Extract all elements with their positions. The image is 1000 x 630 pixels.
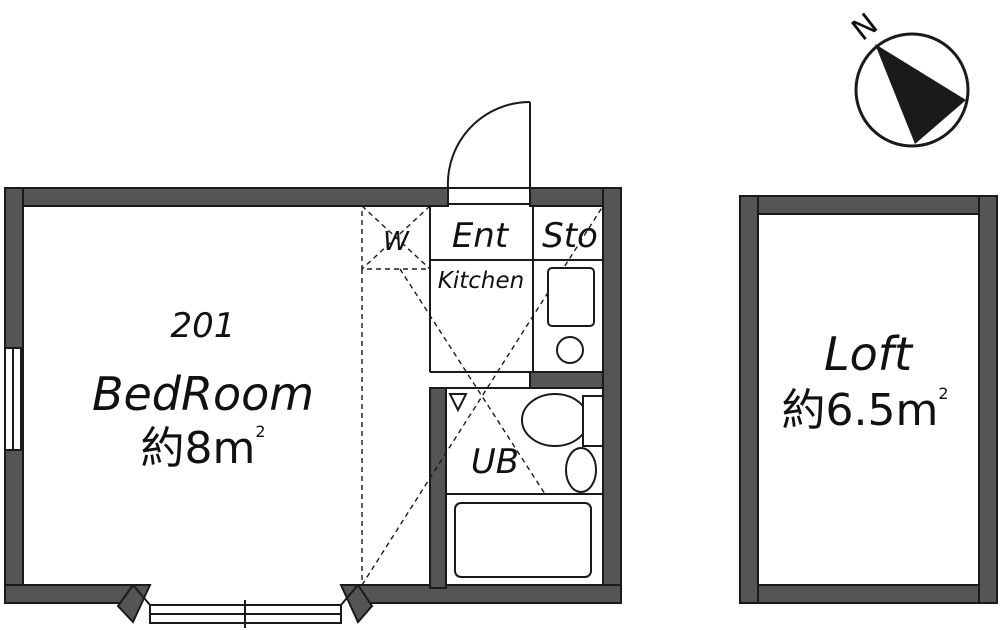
kitchen-sink: [547, 267, 595, 327]
storage-label: Sto: [542, 216, 598, 256]
loft-area-superscript: 2: [938, 384, 948, 403]
compass-needle: [875, 44, 966, 144]
bathtub: [454, 502, 592, 578]
wash-basin: [565, 447, 597, 493]
loft-name: Loft: [824, 327, 914, 381]
bay-window: [116, 584, 374, 628]
loft-walls: [739, 195, 998, 604]
partitions: [429, 206, 603, 495]
kitchen-fixtures: [547, 267, 595, 364]
bath-label: UB: [471, 442, 519, 482]
compass: N: [846, 7, 970, 148]
closet-label: W: [383, 227, 410, 257]
bedroom-name: BedRoom: [92, 367, 314, 421]
loft-area-value: 約6.5m: [781, 385, 938, 436]
bedroom-area: 約8m2: [140, 422, 265, 474]
entrance-door: [446, 100, 531, 205]
bedroom-number: 201: [171, 306, 236, 346]
toilet-bowl: [521, 393, 589, 447]
left-window: [4, 347, 22, 451]
dashed-outlines: [361, 205, 604, 586]
bedroom-area-value: 約8m: [140, 423, 255, 474]
bath-door-marker: [448, 393, 468, 413]
kitchen-label: Kitchen: [438, 268, 524, 294]
bath-fixtures: [448, 393, 604, 578]
loft-area: 約6.5m2: [781, 384, 948, 436]
stove-burner: [556, 336, 584, 364]
toilet-tank: [582, 395, 604, 447]
north-label: N: [846, 7, 885, 48]
entrance-label: Ent: [452, 216, 510, 256]
bedroom-area-superscript: 2: [255, 422, 265, 441]
